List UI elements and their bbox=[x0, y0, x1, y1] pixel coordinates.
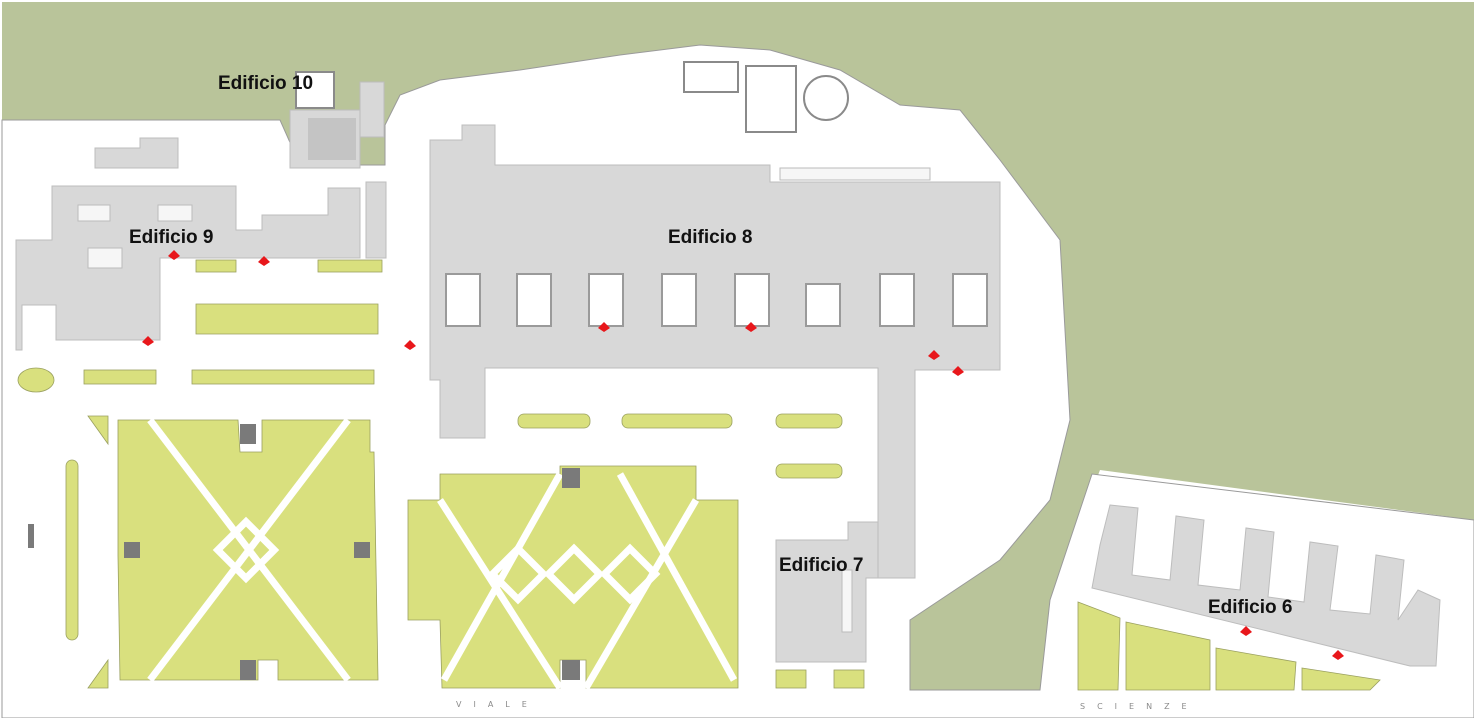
lawn-vertical bbox=[65, 459, 79, 641]
edificio-10-label: Edificio 10 bbox=[218, 73, 314, 94]
lawn-east-row bbox=[195, 303, 379, 335]
lawns bbox=[17, 259, 1381, 691]
lawn-oval-west bbox=[17, 367, 55, 393]
edificio-9-courtyard-1 bbox=[77, 204, 111, 222]
lawn-southeast-3 bbox=[1215, 647, 1297, 691]
entrance-marker bbox=[598, 322, 610, 332]
lawn-pill-1 bbox=[517, 413, 591, 429]
small-building-northwest bbox=[94, 137, 179, 169]
edificio-9-courtyard-2 bbox=[157, 204, 193, 222]
entrance-marker bbox=[1240, 626, 1252, 636]
entrance-marker bbox=[745, 322, 757, 332]
lawn-paths bbox=[147, 417, 738, 690]
street-label-viale: VIALE bbox=[456, 700, 539, 709]
lawn-pill-3 bbox=[775, 413, 843, 429]
edificio-8-courtyards bbox=[445, 273, 988, 327]
lawn-southeast-4 bbox=[1301, 667, 1381, 691]
entrance-marker bbox=[952, 366, 964, 376]
lawn-south-small-2 bbox=[833, 669, 865, 689]
lawn-pill-2 bbox=[621, 413, 733, 429]
edificio-8-building[interactable] bbox=[429, 124, 1001, 579]
lawn-south-small-1 bbox=[775, 669, 807, 689]
building-north-small bbox=[683, 61, 739, 93]
edificio-8-label: Edificio 8 bbox=[668, 227, 753, 248]
edificio-9-label: Edificio 9 bbox=[129, 227, 214, 248]
edificio-10-tower bbox=[359, 81, 385, 138]
edificio-7-slot bbox=[841, 569, 853, 633]
street-label-scienze: SCIENZE bbox=[1080, 702, 1199, 711]
building-north-square bbox=[745, 65, 797, 133]
lawn-corner-sw bbox=[87, 658, 109, 689]
edificio-6-label: Edificio 6 bbox=[1208, 597, 1293, 618]
edificio-9-courtyard-3 bbox=[87, 247, 123, 269]
entrance-marker bbox=[928, 350, 940, 360]
edificio-10-label-box bbox=[295, 71, 335, 109]
lawn-pill-4 bbox=[775, 463, 843, 479]
entrance-marker bbox=[168, 250, 180, 260]
entrance-marker bbox=[258, 256, 270, 266]
lawn-strip-2 bbox=[191, 369, 375, 385]
edificio-10-annex bbox=[308, 118, 356, 160]
lawn-southeast-2 bbox=[1125, 621, 1211, 691]
lawn-corner-nw bbox=[87, 415, 109, 446]
lawn-southeast-1 bbox=[1077, 601, 1121, 691]
edificio-8-north-strip bbox=[779, 167, 931, 181]
round-structure bbox=[803, 75, 849, 121]
edificio-9-wing bbox=[365, 181, 387, 259]
entrance-marker bbox=[1332, 650, 1344, 660]
entrance-marker bbox=[404, 340, 416, 350]
edificio-9-building[interactable] bbox=[15, 185, 361, 351]
lawn-strip-e9 bbox=[195, 259, 237, 273]
entrance-markers bbox=[142, 250, 1344, 660]
lawn-strip-1 bbox=[83, 369, 157, 385]
lawn-strip-e9b bbox=[317, 259, 383, 273]
lawn-markers bbox=[28, 424, 580, 680]
edificio-7-building[interactable] bbox=[775, 521, 879, 663]
edificio-7-label: Edificio 7 bbox=[779, 555, 864, 576]
edificio-6-building[interactable] bbox=[1091, 504, 1441, 667]
edificio-10-building[interactable] bbox=[289, 71, 385, 169]
entrance-marker bbox=[142, 336, 154, 346]
lawn-center-square bbox=[407, 465, 739, 689]
